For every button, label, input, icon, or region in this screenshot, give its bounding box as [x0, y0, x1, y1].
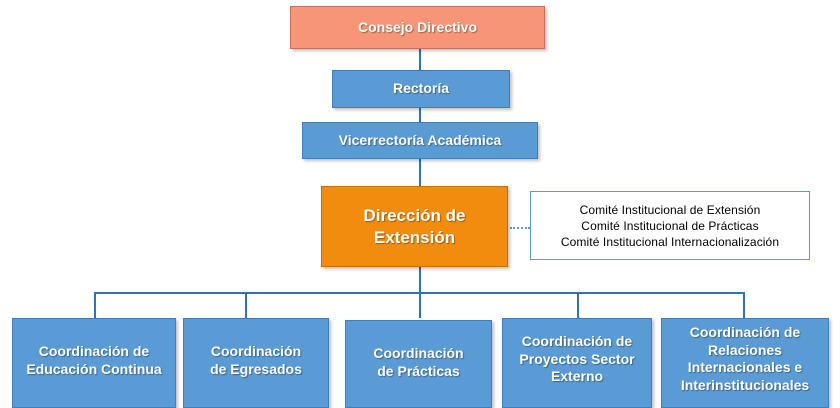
- node-egresados: Coordinación de Egresados: [183, 318, 329, 408]
- committee-box: Comité Institucional de Extensión Comité…: [530, 191, 810, 260]
- node-consejo-directivo-label: Consejo Directivo: [357, 18, 478, 35]
- node-egresados-label: Coordinación de Egresados: [210, 343, 302, 377]
- node-vicerrectoria-label: Vicerrectoría Académica: [338, 131, 502, 148]
- node-practicas-label: Coordinación de Prácticas: [373, 345, 464, 379]
- connector-rectoria-vicerrectoria: [419, 108, 421, 122]
- node-practicas: Coordinación de Prácticas: [345, 320, 492, 408]
- node-rectoria: Rectoría: [332, 70, 510, 108]
- connector-vicerrectoria-direccion: [419, 159, 421, 186]
- node-proyectos-sector-externo-label: Coordinación de Proyectos Sector Externo: [519, 333, 635, 384]
- node-relaciones-internacionales: Coordinación de Relaciones Internacional…: [661, 318, 829, 408]
- connector-child-1: [94, 292, 96, 318]
- node-consejo-directivo: Consejo Directivo: [290, 6, 545, 49]
- node-educacion-continua-label: Coordinación de Educación Continua: [26, 343, 162, 377]
- connector-committee: [510, 227, 530, 229]
- committee-practicas: Comité Institucional de Prácticas: [581, 218, 759, 233]
- committee-extension: Comité Institucional de Extensión: [579, 202, 761, 217]
- node-educacion-continua: Coordinación de Educación Continua: [12, 318, 176, 408]
- node-direccion-extension-label: Dirección de Extensión: [363, 206, 466, 247]
- node-vicerrectoria: Vicerrectoría Académica: [302, 122, 538, 159]
- node-relaciones-internacionales-label: Coordinación de Relaciones Internacional…: [680, 324, 810, 393]
- connector-consejo-rectoria: [419, 48, 421, 70]
- connector-child-2: [245, 292, 247, 318]
- connector-child-4: [577, 292, 579, 318]
- connector-direccion-children: [419, 267, 421, 293]
- connector-child-5: [743, 292, 745, 318]
- node-proyectos-sector-externo: Coordinación de Proyectos Sector Externo: [502, 318, 652, 408]
- connector-child-3: [419, 292, 421, 318]
- node-direccion-extension: Dirección de Extensión: [321, 186, 508, 267]
- node-rectoria-label: Rectoría: [392, 80, 450, 97]
- committee-internacionalizacion: Comité Institucional Internacionalizació…: [560, 234, 780, 249]
